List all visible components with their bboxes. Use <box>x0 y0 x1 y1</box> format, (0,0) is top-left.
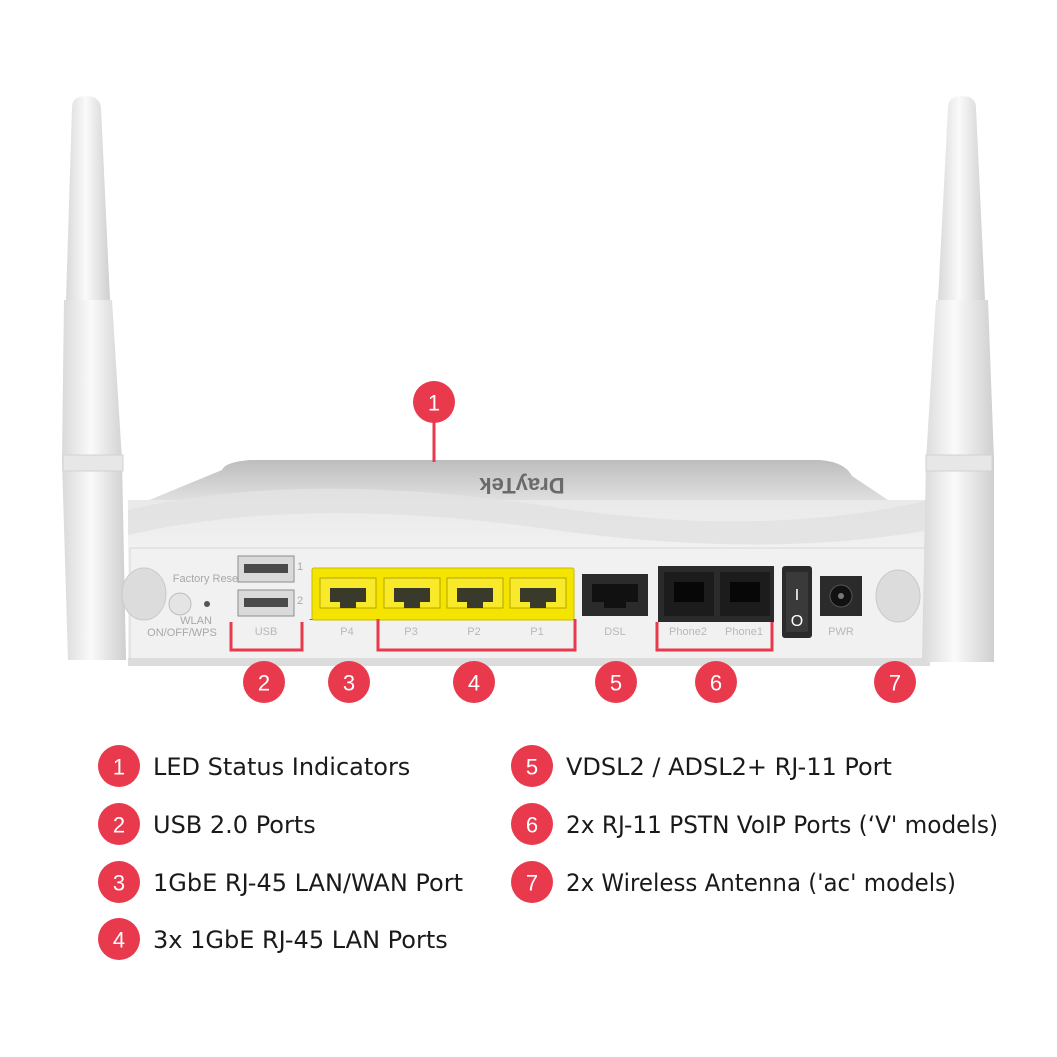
pwr-label: PWR <box>828 626 854 638</box>
legend-item-6: 6 2x RJ-11 PSTN VoIP Ports (‘V' models) <box>511 803 998 845</box>
antenna-right-joint <box>925 454 993 472</box>
p2-label: P2 <box>467 626 480 638</box>
legend-item-7: 7 2x Wireless Antenna ('ac' models) <box>511 861 956 903</box>
antenna-right-tip <box>938 96 985 300</box>
svg-text:2: 2 <box>258 671 270 696</box>
antenna-left-joint <box>62 454 124 472</box>
p1-label: P1 <box>530 626 543 638</box>
legend-label-5: VDSL2 / ADSL2+ RJ-11 Port <box>566 753 892 781</box>
svg-text:4: 4 <box>113 928 125 953</box>
brand-logo: DrayTek <box>479 473 565 498</box>
phone2-label: Phone2 <box>669 626 707 638</box>
svg-text:1: 1 <box>113 755 125 780</box>
lan-block-housing <box>311 567 575 621</box>
phone1-label: Phone1 <box>725 626 763 638</box>
legend-label-4: 3x 1GbE RJ-45 LAN Ports <box>153 926 448 954</box>
svg-text:7: 7 <box>526 871 538 896</box>
badge-6: 6 <box>695 661 737 703</box>
wlan-button[interactable] <box>168 592 192 616</box>
switch-off-mark: O <box>791 613 803 630</box>
badge-2: 2 <box>243 661 285 703</box>
lan-port-p1[interactable] <box>509 577 567 609</box>
svg-text:5: 5 <box>610 671 622 696</box>
antenna-left-hinge <box>121 567 167 621</box>
legend-item-5: 5 VDSL2 / ADSL2+ RJ-11 Port <box>511 745 892 787</box>
usb-port-1-slot <box>244 564 288 573</box>
wlan-mode-label: ON/OFF/WPS <box>147 627 217 639</box>
bracket-phone <box>655 622 774 652</box>
usb-1-label: 1 <box>297 561 303 573</box>
svg-text:5: 5 <box>526 755 538 780</box>
usb-ports: 1 2 USB <box>237 555 303 638</box>
svg-text:3: 3 <box>113 871 125 896</box>
diagram-badges: 1 2 3 4 5 6 7 <box>243 381 916 703</box>
usb-2-label: 2 <box>297 595 303 607</box>
antenna-right-hinge <box>875 569 921 623</box>
phone-ports: Phone2 Phone1 <box>658 566 774 638</box>
antenna-left-shaft <box>62 300 126 660</box>
p4-label: P4 <box>340 626 353 638</box>
legend-label-6: 2x RJ-11 PSTN VoIP Ports (‘V' models) <box>566 811 998 839</box>
legend: 1 LED Status Indicators 2 USB 2.0 Ports … <box>98 745 998 960</box>
power-jack[interactable]: PWR <box>820 576 862 638</box>
dsl-label: DSL <box>604 626 625 638</box>
switch-on-mark: I <box>795 587 799 604</box>
badge-3: 3 <box>328 661 370 703</box>
router-wave-ridge <box>128 488 930 545</box>
svg-text:6: 6 <box>526 813 538 838</box>
legend-item-1: 1 LED Status Indicators <box>98 745 410 787</box>
lan-port-p4[interactable] <box>319 577 377 609</box>
lan-port-block: P4 P3 P2 P1 <box>311 567 575 638</box>
bracket-lan <box>376 619 577 652</box>
badge-5: 5 <box>595 661 637 703</box>
phone-port-2[interactable] <box>664 572 714 616</box>
power-switch[interactable]: I O <box>782 566 812 638</box>
dsl-port[interactable]: DSL <box>582 574 648 638</box>
lan-port-p3[interactable] <box>383 577 441 609</box>
badge-7: 7 <box>874 661 916 703</box>
svg-text:6: 6 <box>710 671 722 696</box>
legend-item-3: 3 1GbE RJ-45 LAN/WAN Port <box>98 861 463 903</box>
wlan-label: WLAN <box>180 615 212 627</box>
svg-text:2: 2 <box>113 813 125 838</box>
legend-label-3: 1GbE RJ-45 LAN/WAN Port <box>153 869 463 897</box>
antenna-left <box>62 96 167 660</box>
antenna-right-shaft <box>922 300 994 662</box>
svg-text:1: 1 <box>428 391 440 416</box>
badge-1: 1 <box>413 381 455 423</box>
svg-text:4: 4 <box>468 671 480 696</box>
bracket-usb <box>229 622 304 652</box>
legend-label-2: USB 2.0 Ports <box>153 811 316 839</box>
factory-reset-pinhole[interactable] <box>204 601 210 607</box>
legend-item-4: 4 3x 1GbE RJ-45 LAN Ports <box>98 918 448 960</box>
svg-text:3: 3 <box>343 671 355 696</box>
phone-port-1[interactable] <box>720 572 770 616</box>
badge-4: 4 <box>453 661 495 703</box>
p3-label: P3 <box>404 626 417 638</box>
legend-item-2: 2 USB 2.0 Ports <box>98 803 316 845</box>
usb-label: USB <box>255 626 278 638</box>
svg-text:7: 7 <box>889 671 901 696</box>
lan-port-p2[interactable] <box>446 577 504 609</box>
router-bottom-edge <box>128 658 930 666</box>
wlan-reset-area: Factory Reset WLAN ON/OFF/WPS <box>147 573 241 639</box>
antenna-right <box>875 96 994 662</box>
callout-brackets <box>229 420 774 652</box>
legend-label-1: LED Status Indicators <box>153 753 410 781</box>
factory-reset-label: Factory Reset <box>173 573 241 585</box>
antenna-left-tip <box>66 96 110 300</box>
usb-port-2-slot <box>244 598 288 607</box>
legend-label-7: 2x Wireless Antenna ('ac' models) <box>566 869 956 897</box>
